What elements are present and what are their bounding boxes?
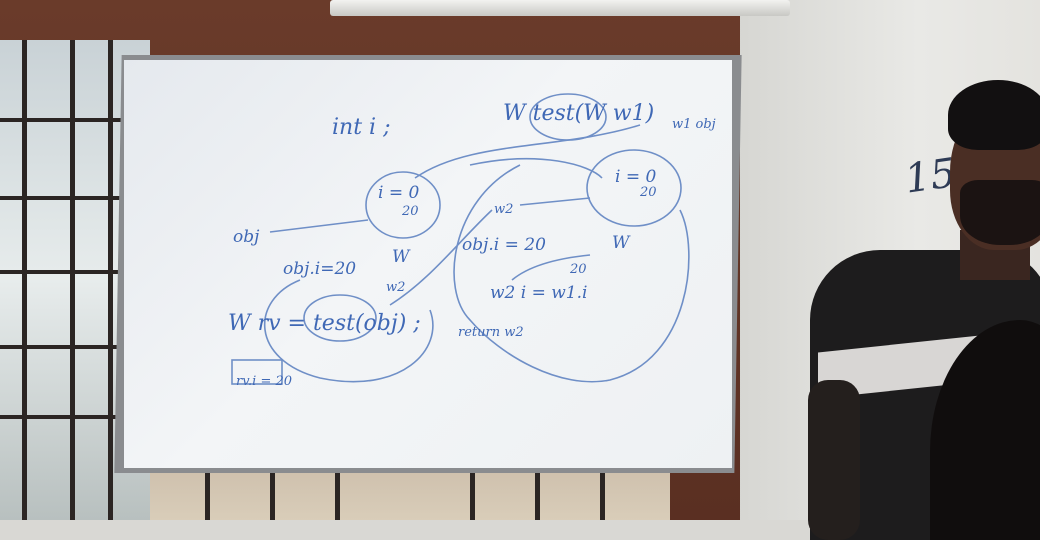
board-text: w1 obj — [672, 117, 716, 132]
board-text: i = 0 — [615, 167, 656, 187]
object-circle-left — [365, 171, 441, 239]
whiteboard-drawing: int i ; W test(W w1) w1 obj i = 0 20 i =… — [228, 93, 716, 389]
object-circle-right — [586, 149, 682, 227]
board-text: rv.i = 20 — [236, 374, 292, 389]
window-grill-bar — [22, 40, 27, 520]
window-grill-bar — [335, 440, 340, 520]
board-text: int i ; — [332, 115, 390, 140]
tube-light — [330, 0, 790, 16]
board-text: W test(W w1) — [503, 101, 654, 126]
result-box — [231, 359, 283, 385]
window-grill-bar — [600, 440, 605, 520]
arrow-copy — [511, 254, 591, 281]
board-text: return w2 — [458, 325, 524, 340]
person-hair — [948, 80, 1040, 150]
board-text: w2 — [494, 202, 513, 217]
board-text: 20 — [569, 262, 587, 277]
board-text: W rv = test(obj) ; — [228, 311, 421, 336]
arrow-link — [389, 209, 493, 306]
person-beard — [960, 180, 1040, 245]
scope-loop-left — [264, 279, 434, 383]
board-text: obj.i=20 — [283, 259, 356, 279]
arrow-obj — [269, 219, 369, 233]
board-text: W — [612, 233, 631, 253]
window-grill-bar — [0, 345, 150, 349]
window-grill-bar — [0, 118, 150, 122]
window-grill-bar — [0, 196, 150, 200]
board-text: w2 i = w1.i — [490, 283, 587, 303]
window-grill-bar — [70, 40, 75, 520]
window-grill-bar — [0, 415, 150, 419]
board-text: w2 — [386, 280, 405, 295]
arrow-to-right — [469, 158, 603, 179]
board-text: obj.i = 20 — [462, 235, 546, 255]
call-circle — [303, 294, 377, 342]
board-text: i = 0 — [378, 183, 419, 203]
window-grill-bar — [108, 40, 113, 520]
scope-loop-right — [453, 164, 690, 383]
window-grill-bar — [205, 440, 210, 520]
window-grill-bar — [535, 440, 540, 520]
window-grill-bar — [270, 440, 275, 520]
arrow-w1 — [414, 124, 641, 179]
board-text: W — [392, 247, 411, 267]
person-arm — [808, 380, 860, 540]
arrow-w2 — [519, 197, 591, 206]
window-grill-bar — [0, 270, 150, 274]
board-text: obj — [233, 227, 260, 247]
board-text: 20 — [639, 185, 657, 200]
board-text: 20 — [401, 204, 419, 219]
window-grill-bar — [470, 440, 475, 520]
